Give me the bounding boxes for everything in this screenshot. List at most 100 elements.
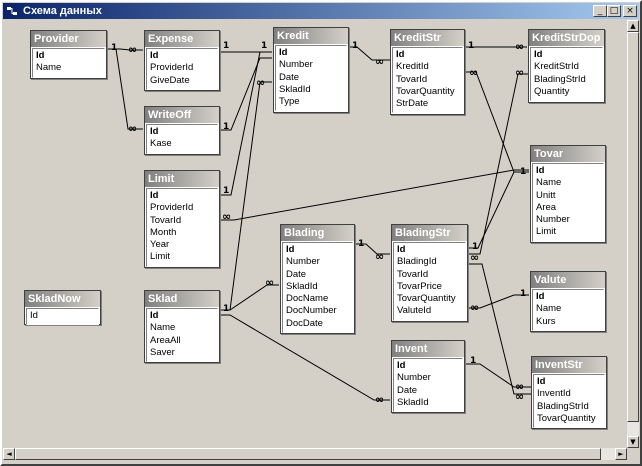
field-id[interactable]: Id bbox=[150, 50, 159, 61]
field-limit[interactable]: Limit bbox=[150, 251, 171, 263]
field-id[interactable]: Id bbox=[537, 376, 546, 387]
field-list[interactable]: Id Name Unitt Area Number Limit bbox=[532, 163, 604, 242]
field-list[interactable]: Id KreditStrId BladingStrId Quantity bbox=[530, 47, 603, 102]
field-name[interactable]: Name bbox=[536, 177, 562, 189]
size-grip[interactable] bbox=[627, 448, 639, 460]
field-bladingstrid[interactable]: BladingStrId bbox=[534, 73, 586, 85]
field-list[interactable]: Id KreditId TovarId TovarQuantity StrDat… bbox=[392, 47, 463, 114]
field-tovarquantity[interactable]: TovarQuantity bbox=[397, 293, 456, 305]
table-title[interactable]: Limit bbox=[145, 171, 219, 187]
table-title[interactable]: InventStr bbox=[532, 357, 606, 373]
field-id[interactable]: Id bbox=[536, 291, 545, 302]
close-button[interactable]: × bbox=[623, 5, 637, 17]
table-title[interactable]: WriteOff bbox=[145, 107, 219, 123]
vertical-scroll-thumb[interactable] bbox=[627, 32, 639, 422]
table-writeoff[interactable]: WriteOff Id Kase bbox=[144, 106, 220, 155]
scroll-down-button[interactable]: ▼ bbox=[627, 436, 639, 448]
field-skladid[interactable]: SkladId bbox=[279, 83, 311, 95]
field-valuteid[interactable]: ValuteId bbox=[397, 305, 432, 317]
field-givedate[interactable]: GiveDate bbox=[150, 74, 190, 86]
field-id[interactable]: Id bbox=[150, 310, 159, 321]
field-docdate[interactable]: DocDate bbox=[286, 317, 323, 329]
field-date[interactable]: Date bbox=[397, 384, 418, 396]
table-tovar[interactable]: Tovar Id Name Unitt Area Number Limit bbox=[530, 145, 606, 243]
table-title[interactable]: Expense bbox=[145, 31, 219, 47]
table-kreditstrdop[interactable]: KreditStrDop Id KreditStrId BladingStrId… bbox=[528, 29, 605, 103]
field-inventid[interactable]: InventId bbox=[537, 388, 571, 400]
horizontal-scroll-thumb[interactable] bbox=[15, 448, 601, 460]
field-list[interactable]: Id Number Date SkladId bbox=[393, 358, 463, 413]
field-id[interactable]: Id bbox=[36, 50, 45, 61]
scroll-left-button[interactable]: ◄ bbox=[3, 448, 15, 460]
table-invent[interactable]: Invent Id Number Date SkladId bbox=[391, 340, 465, 413]
field-tovarid[interactable]: TovarId bbox=[150, 214, 182, 226]
field-number[interactable]: Number bbox=[286, 256, 320, 268]
table-sklad[interactable]: Sklad Id Name AreaAll Saver bbox=[144, 290, 220, 363]
field-list[interactable]: Id Kase bbox=[146, 124, 218, 154]
field-list[interactable]: Id BladingId TovarId TovarPrice TovarQua… bbox=[393, 242, 466, 321]
field-kurs[interactable]: Kurs bbox=[536, 315, 556, 327]
table-title[interactable]: BladingStr bbox=[392, 225, 467, 241]
table-valute[interactable]: Valute Id Name Kurs bbox=[530, 271, 606, 332]
field-id[interactable]: Id bbox=[396, 49, 405, 60]
field-saver[interactable]: Saver bbox=[150, 346, 175, 358]
table-skladnow[interactable]: SkladNow Id bbox=[24, 290, 101, 326]
table-title[interactable]: Sklad bbox=[145, 291, 219, 307]
field-month[interactable]: Month bbox=[150, 226, 177, 238]
field-docname[interactable]: DocName bbox=[286, 293, 329, 305]
table-kredit[interactable]: Kredit Id Number Date SkladId Type bbox=[273, 27, 349, 113]
table-expense[interactable]: Expense Id ProviderId GiveDate bbox=[144, 30, 220, 91]
field-id[interactable]: Id bbox=[397, 360, 406, 371]
field-skladid[interactable]: SkladId bbox=[286, 280, 318, 292]
field-id[interactable]: Id bbox=[397, 244, 406, 255]
field-tovarid[interactable]: TovarId bbox=[397, 268, 429, 280]
field-date[interactable]: Date bbox=[286, 268, 307, 280]
field-list[interactable]: Id InventId BladingStrId TovarQuantity bbox=[533, 374, 605, 429]
field-areaall[interactable]: AreaAll bbox=[150, 334, 181, 346]
field-tovarquantity[interactable]: TovarQuantity bbox=[396, 85, 455, 97]
table-title[interactable]: KreditStr bbox=[391, 30, 464, 46]
field-limit[interactable]: Limit bbox=[536, 226, 557, 238]
table-limit[interactable]: Limit Id ProviderId TovarId Month Year L… bbox=[144, 170, 220, 268]
maximize-button[interactable]: □ bbox=[607, 5, 621, 17]
field-providerid[interactable]: ProviderId bbox=[150, 62, 194, 74]
title-bar[interactable]: Схема данных _ □ × bbox=[3, 3, 639, 19]
field-list[interactable]: Id Number Date SkladId DocName DocNumber… bbox=[282, 242, 353, 334]
field-id[interactable]: Id bbox=[534, 49, 543, 60]
field-strdate[interactable]: StrDate bbox=[396, 98, 429, 110]
field-type[interactable]: Type bbox=[279, 96, 300, 108]
field-kreditstrid[interactable]: KreditStrId bbox=[534, 61, 579, 73]
field-tovarid[interactable]: TovarId bbox=[396, 73, 428, 85]
field-name[interactable]: Name bbox=[536, 303, 562, 315]
table-title[interactable]: Invent bbox=[392, 341, 464, 357]
horizontal-scrollbar[interactable]: ◄ ► bbox=[3, 448, 627, 460]
field-number[interactable]: Number bbox=[536, 214, 570, 226]
field-date[interactable]: Date bbox=[279, 71, 300, 83]
field-skladid[interactable]: SkladId bbox=[397, 396, 429, 408]
table-provider[interactable]: Provider Id Name bbox=[30, 30, 107, 79]
field-number[interactable]: Number bbox=[279, 59, 313, 71]
field-list[interactable]: Id Name bbox=[32, 48, 105, 78]
table-title[interactable]: SkladNow bbox=[25, 291, 100, 307]
table-kreditstr[interactable]: KreditStr Id KreditId TovarId TovarQuant… bbox=[390, 29, 465, 115]
minimize-button[interactable]: _ bbox=[593, 5, 607, 17]
table-title[interactable]: Tovar bbox=[531, 146, 605, 162]
field-list[interactable]: Id Number Date SkladId Type bbox=[275, 45, 347, 112]
field-year[interactable]: Year bbox=[150, 239, 170, 251]
field-id[interactable]: Id bbox=[536, 165, 545, 176]
field-list[interactable]: Id Name Kurs bbox=[532, 289, 604, 331]
table-inventstr[interactable]: InventStr Id InventId BladingStrId Tovar… bbox=[531, 356, 607, 429]
field-id[interactable]: Id bbox=[150, 190, 159, 201]
vertical-scrollbar[interactable]: ▲ ▼ bbox=[627, 20, 639, 448]
field-quantity[interactable]: Quantity bbox=[534, 85, 570, 97]
scroll-up-button[interactable]: ▲ bbox=[627, 20, 639, 32]
field-kreditid[interactable]: KreditId bbox=[396, 61, 429, 73]
field-bladingid[interactable]: BladingId bbox=[397, 256, 437, 268]
table-bladingstr[interactable]: BladingStr Id BladingId TovarId TovarPri… bbox=[391, 224, 468, 322]
table-title[interactable]: Kredit bbox=[274, 28, 348, 44]
table-title[interactable]: KreditStrDop bbox=[529, 30, 604, 46]
table-title[interactable]: Valute bbox=[531, 272, 605, 288]
field-name[interactable]: Name bbox=[150, 322, 176, 334]
field-kase[interactable]: Kase bbox=[150, 138, 172, 150]
field-providerid[interactable]: ProviderId bbox=[150, 202, 194, 214]
